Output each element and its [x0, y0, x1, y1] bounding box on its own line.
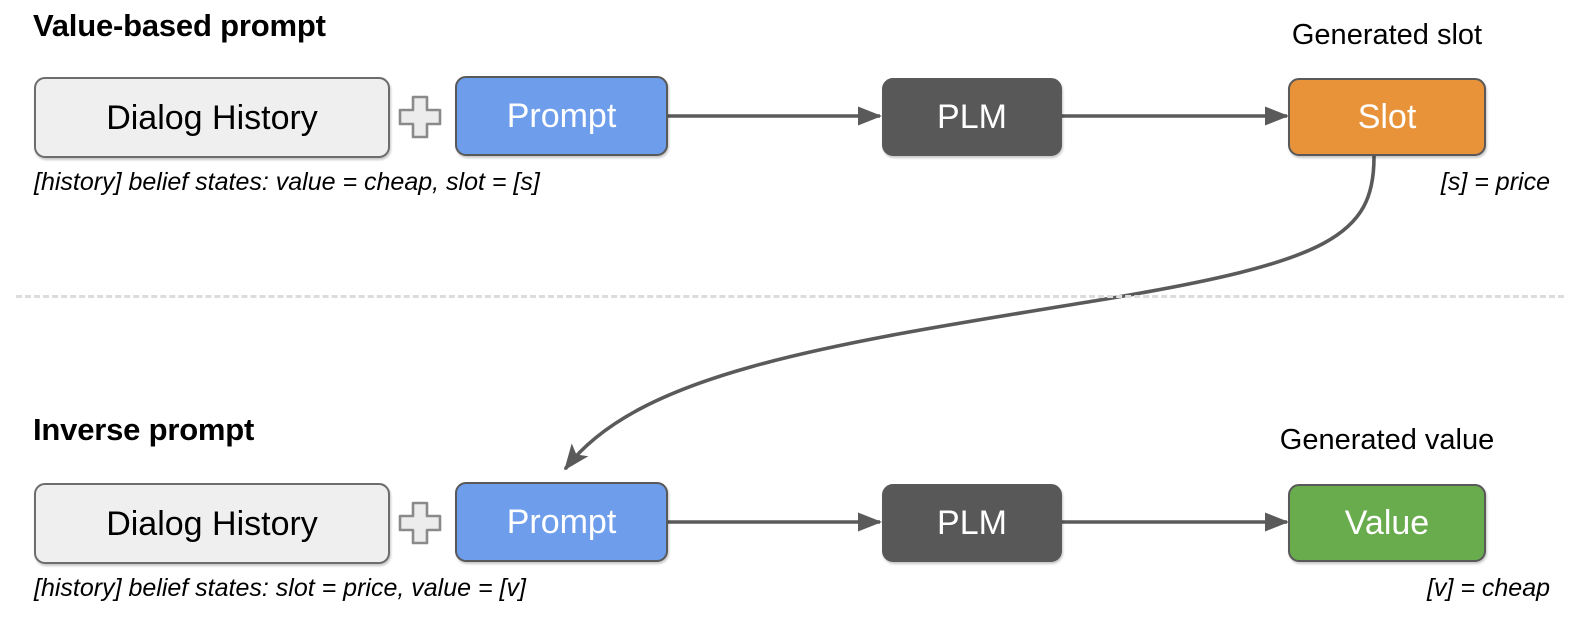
plus-icon: [398, 501, 442, 545]
section-title-inverse: Inverse prompt: [33, 412, 255, 447]
feedback-curve-slot-to-prompt: [564, 155, 1376, 471]
value-output-caption: [v] = cheap: [1427, 574, 1550, 602]
prompt-caption-top: [history] belief states: value = cheap, …: [34, 168, 540, 196]
plm-box-bottom[interactable]: PLM: [882, 484, 1062, 562]
section-divider: [16, 295, 1564, 298]
plm-box-top[interactable]: PLM: [882, 78, 1062, 156]
dialog-history-box-top[interactable]: Dialog History: [34, 77, 390, 158]
section-title-value-based: Value-based prompt: [33, 8, 326, 43]
prompt-box-top[interactable]: Prompt: [455, 76, 668, 156]
plus-icon: [398, 95, 442, 139]
generated-slot-label: Generated slot: [1291, 19, 1483, 51]
generated-value-label: Generated value: [1279, 424, 1495, 456]
prompt-caption-bottom: [history] belief states: slot = price, v…: [34, 574, 526, 602]
dialog-history-box-bottom[interactable]: Dialog History: [34, 483, 390, 564]
slot-output-caption: [s] = price: [1440, 168, 1550, 196]
value-output-box[interactable]: Value: [1288, 484, 1486, 562]
slot-output-box[interactable]: Slot: [1288, 78, 1486, 156]
prompt-box-bottom[interactable]: Prompt: [455, 482, 668, 562]
